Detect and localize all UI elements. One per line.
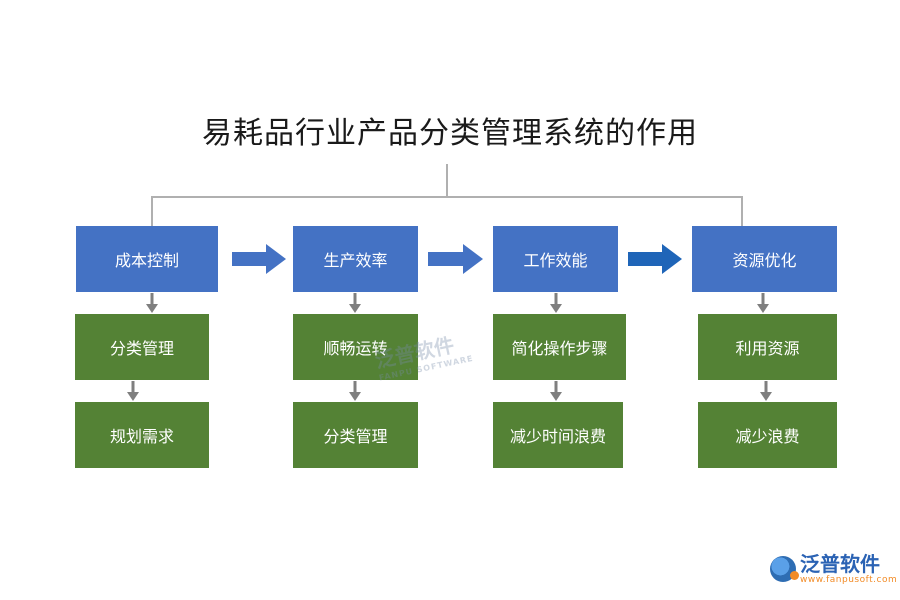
- down-arrowhead: [757, 304, 769, 313]
- item-box: 减少时间浪费: [493, 402, 623, 468]
- down-arrowhead: [349, 304, 361, 313]
- flow-arrow-1: [232, 244, 286, 274]
- flow-arrow-3: [628, 244, 682, 274]
- item-box: 顺畅运转: [293, 314, 418, 380]
- head-box-production-efficiency: 生产效率: [293, 226, 418, 292]
- item-box: 分类管理: [75, 314, 209, 380]
- down-arrowhead: [349, 392, 361, 401]
- flow-arrow-2: [428, 244, 483, 274]
- head-label: 工作效能: [523, 251, 588, 270]
- head-box-work-effectiveness: 工作效能: [493, 226, 618, 292]
- brand-logo: 泛普软件 www.fanpusoft.com: [770, 553, 897, 585]
- logo-url: www.fanpusoft.com: [800, 575, 898, 585]
- item-label: 分类管理: [323, 427, 388, 446]
- down-arrowhead: [550, 304, 562, 313]
- head-box-cost-control: 成本控制: [76, 226, 218, 292]
- head-box-resource-optimization: 资源优化: [692, 226, 837, 292]
- down-arrowhead: [146, 304, 158, 313]
- head-label: 资源优化: [732, 251, 797, 270]
- head-label: 生产效率: [323, 251, 388, 270]
- down-arrowhead: [127, 392, 139, 401]
- item-box: 减少浪费: [698, 402, 837, 468]
- head-label: 成本控制: [114, 251, 179, 270]
- item-box: 规划需求: [75, 402, 209, 468]
- down-arrowhead: [760, 392, 772, 401]
- down-arrowhead: [550, 392, 562, 401]
- item-label: 规划需求: [109, 427, 174, 446]
- item-label: 顺畅运转: [323, 339, 388, 358]
- item-label: 简化操作步骤: [511, 339, 608, 358]
- item-label: 减少浪费: [735, 427, 800, 446]
- item-label: 利用资源: [735, 339, 800, 358]
- item-label: 分类管理: [109, 339, 174, 358]
- item-box: 分类管理: [293, 402, 418, 468]
- logo-icon: [770, 556, 799, 582]
- item-box: 简化操作步骤: [493, 314, 626, 380]
- item-box: 利用资源: [698, 314, 837, 380]
- logo-name: 泛普软件: [800, 552, 880, 576]
- diagram-title: 易耗品行业产品分类管理系统的作用: [202, 116, 698, 151]
- item-label: 减少时间浪费: [509, 427, 606, 446]
